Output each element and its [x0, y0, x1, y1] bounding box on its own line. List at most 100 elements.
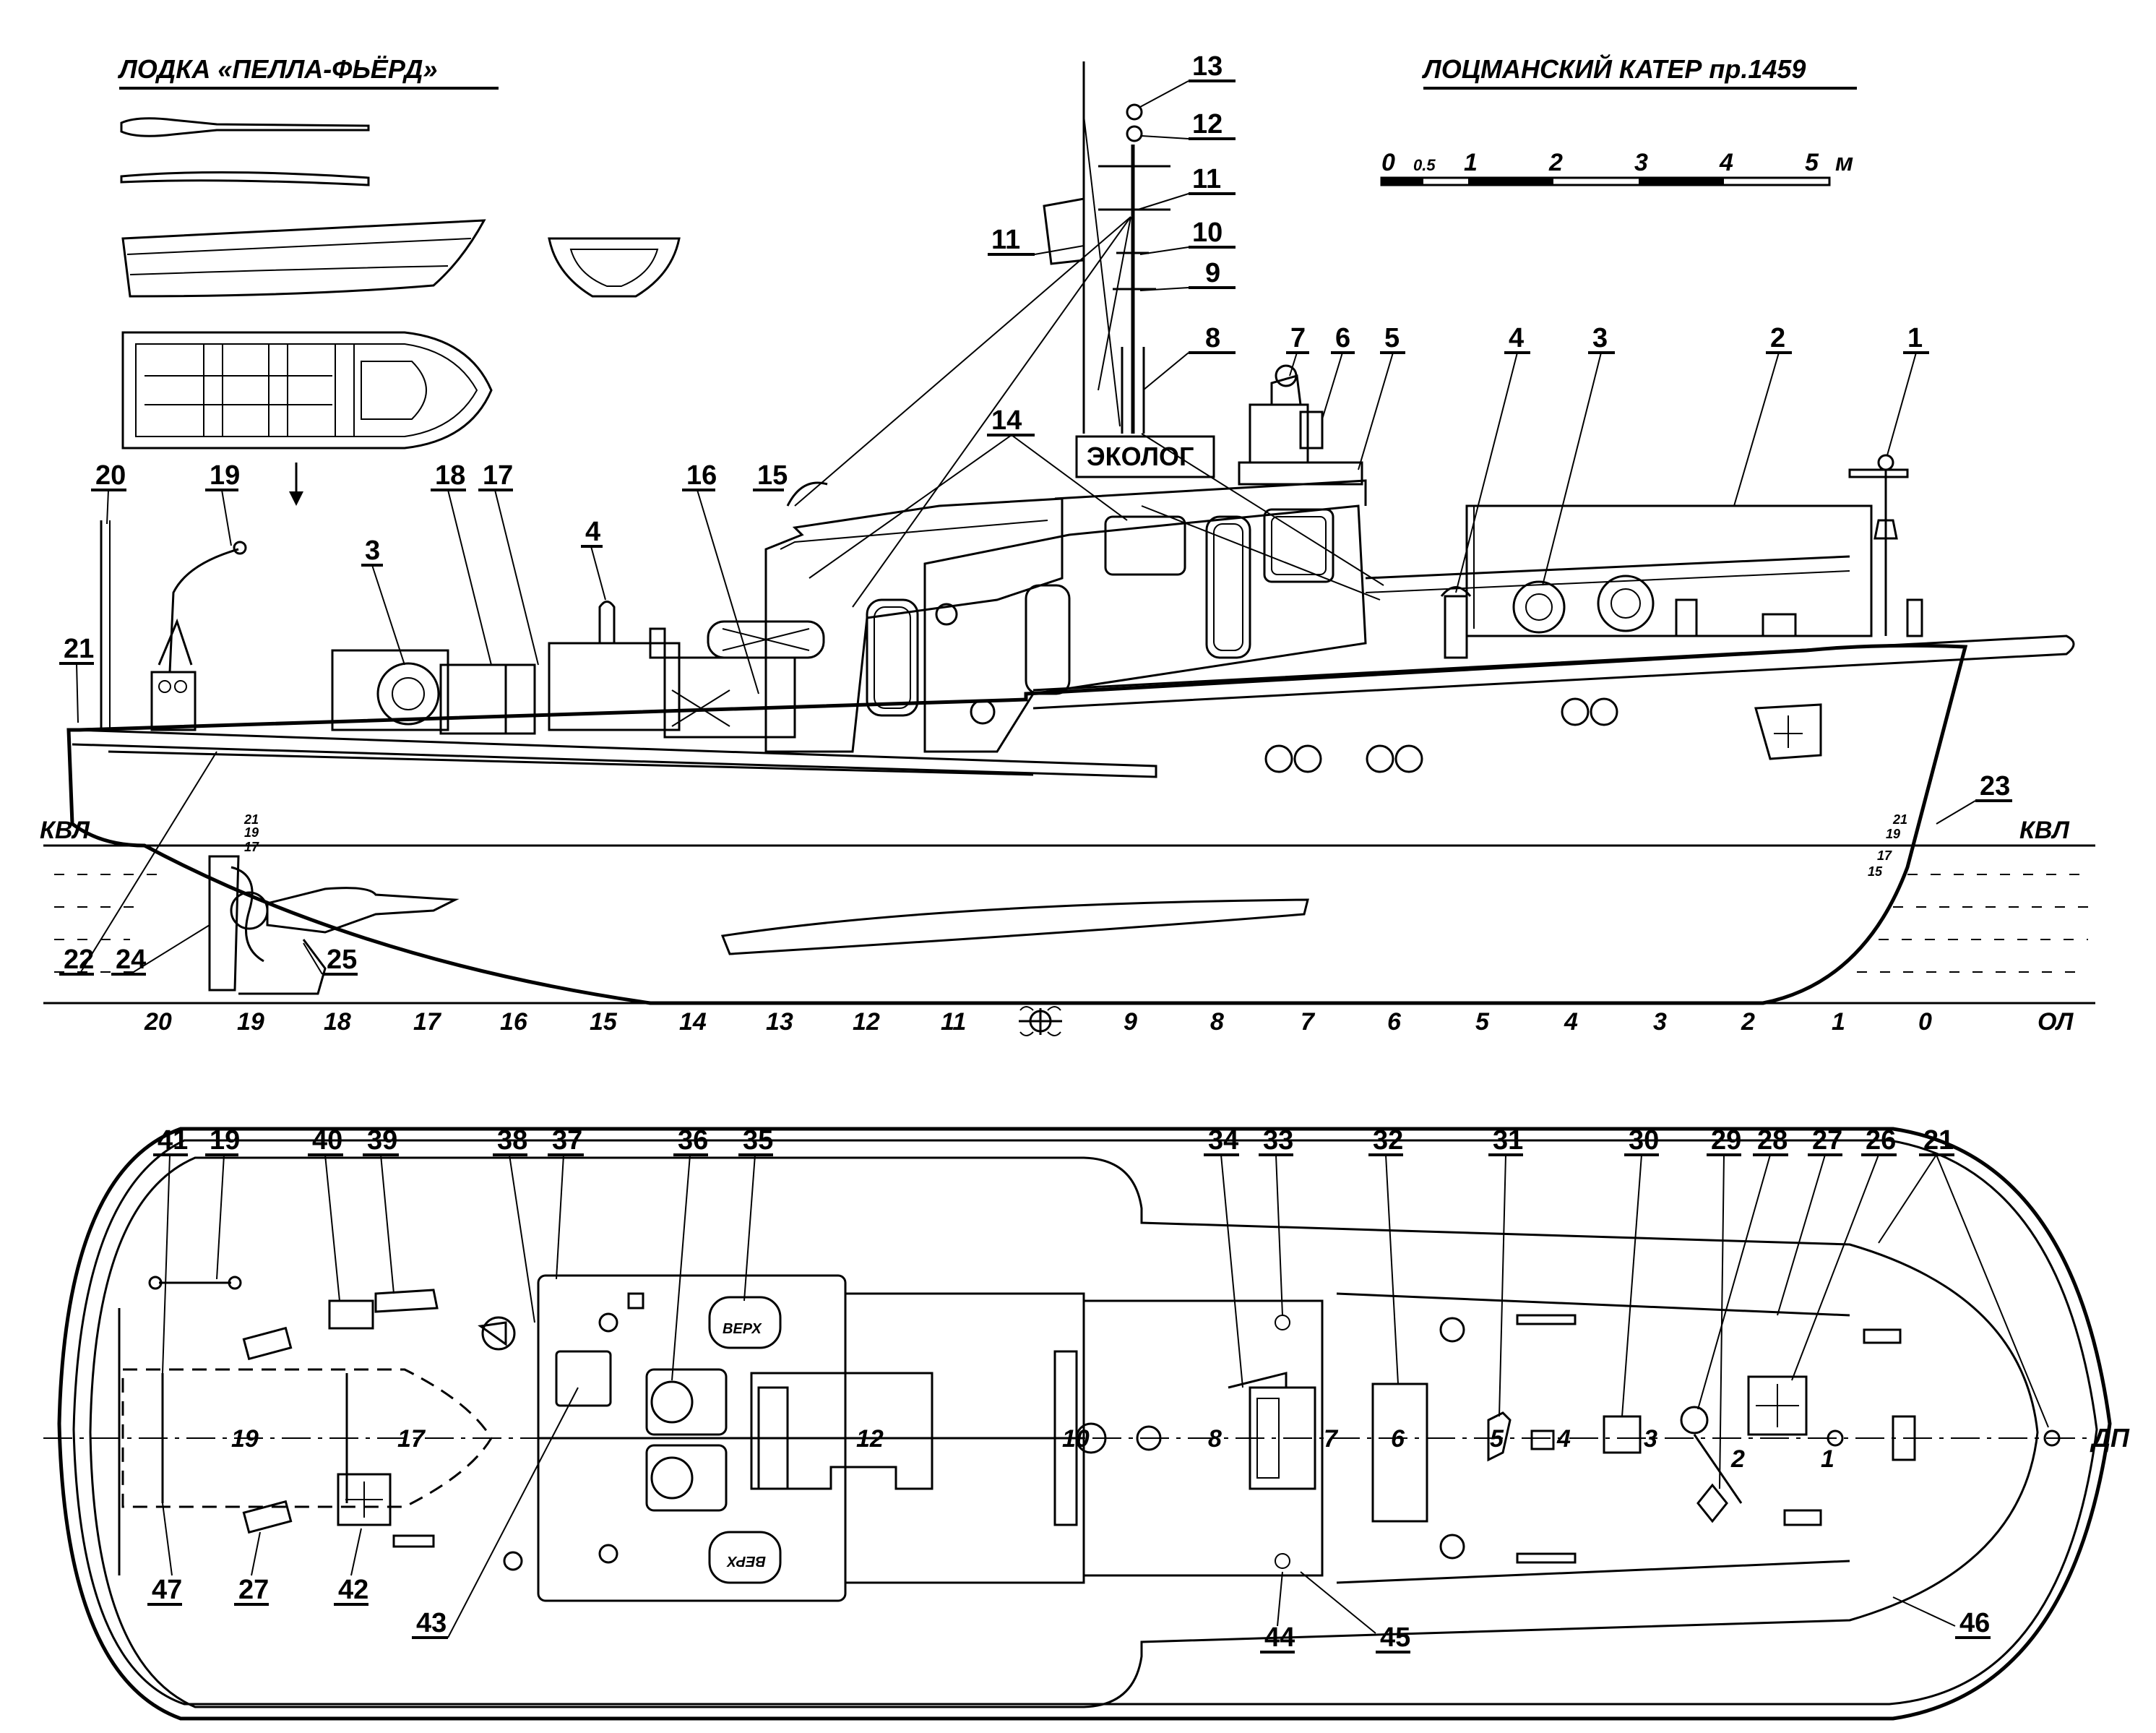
waterline-label-right: КВЛ: [2019, 817, 2069, 844]
frame-19: 19: [237, 1008, 264, 1036]
callout-plan-31: 31: [1493, 1125, 1523, 1156]
frame-9: 9: [1124, 1008, 1137, 1036]
callout-side-25: 25: [327, 945, 357, 975]
callout-side-3: 3: [1592, 323, 1608, 353]
callout-side-6: 6: [1335, 323, 1350, 353]
scale-bar: 0 0.5 1 2 3 4 5 м: [1380, 149, 1853, 186]
plan-inline-7: 7: [1324, 1425, 1339, 1453]
callout-side-18: 18: [435, 460, 465, 491]
frame-6: 6: [1387, 1008, 1402, 1036]
draft-mark-bow-15: 15: [1868, 864, 1883, 879]
callout-side-11a: 11: [1192, 164, 1221, 194]
draft-mark-bow-19: 19: [1886, 827, 1900, 841]
plan-inline-2: 2: [1730, 1445, 1745, 1473]
baseline-label: ОЛ: [2038, 1008, 2074, 1036]
cutter-title: ЛОЦМАНСКИЙ КАТЕР пр.1459: [1421, 53, 1806, 84]
callout-side-15: 15: [757, 460, 788, 491]
callout-plan-43: 43: [416, 1608, 447, 1638]
callout-plan-37: 37: [552, 1125, 582, 1156]
frame-0: 0: [1918, 1008, 1932, 1036]
callout-plan-38: 38: [497, 1125, 527, 1156]
callout-plan-45: 45: [1380, 1622, 1410, 1653]
callout-side-21: 21: [64, 634, 94, 664]
callout-side-17: 17: [483, 460, 513, 491]
callout-plan-29: 29: [1711, 1125, 1741, 1156]
callout-plan-32: 32: [1373, 1125, 1403, 1156]
callout-side-20: 20: [95, 460, 126, 491]
hatch-label-bottom: ВЕРХ: [726, 1553, 766, 1569]
plan-inline-3: 3: [1644, 1425, 1657, 1453]
draft-mark-bow-21: 21: [1892, 812, 1907, 827]
callout-side-22: 22: [64, 945, 94, 975]
callout-plan-28: 28: [1757, 1125, 1788, 1156]
callout-plan-46: 46: [1959, 1608, 1990, 1638]
frame-17: 17: [413, 1008, 442, 1036]
frame-15: 15: [590, 1008, 618, 1036]
callout-plan-33: 33: [1263, 1125, 1293, 1156]
callout-plan-39: 39: [367, 1125, 397, 1156]
callout-side-2: 2: [1770, 323, 1785, 353]
frame-11: 11: [941, 1008, 966, 1036]
scale-unit: м: [1835, 149, 1853, 176]
callout-plan-27: 27: [1812, 1125, 1842, 1156]
cabin-sign: ЭКОЛОГ: [1087, 442, 1194, 471]
callout-plan-40: 40: [312, 1125, 342, 1156]
callout-plan-41: 41: [158, 1125, 188, 1156]
callout-side-11b: 11: [991, 225, 1020, 255]
callout-plan-19: 19: [210, 1125, 240, 1156]
callout-side-19: 19: [210, 460, 240, 491]
frame-13: 13: [766, 1008, 793, 1036]
dinghy-drawings: [120, 117, 681, 506]
plan-inline-5: 5: [1490, 1425, 1504, 1453]
draft-mark-stern-21: 21: [243, 812, 259, 827]
callout-plan-35: 35: [743, 1125, 773, 1156]
plan-inline-1: 1: [1821, 1445, 1834, 1473]
frame-14: 14: [679, 1008, 707, 1036]
frame-18: 18: [324, 1008, 351, 1036]
cabin-sign-frame: [1075, 435, 1215, 478]
plan-view: ДП ВЕРХ ВЕРХ: [43, 1125, 2130, 1721]
callout-side-4-aft: 4: [585, 517, 600, 547]
callout-side-14: 14: [991, 405, 1022, 436]
scale-label-4: 4: [1719, 149, 1733, 176]
side-view: КВЛ КВЛ ОЛ 21 19 17 21 19 17 15: [40, 51, 2095, 1036]
callout-side-24: 24: [116, 945, 146, 975]
callout-plan-36: 36: [678, 1125, 708, 1156]
frame-20: 20: [144, 1008, 172, 1036]
plan-inline-10: 10: [1062, 1425, 1090, 1453]
callout-side-7: 7: [1290, 323, 1306, 353]
callout-side-23: 23: [1980, 771, 2010, 801]
callout-plan-27b: 27: [238, 1575, 269, 1605]
midship-symbol: [1019, 1006, 1062, 1036]
boat-title: ЛОДКА «ПЕЛЛА-ФЬЁРД»: [117, 54, 437, 84]
callout-plan-30: 30: [1629, 1125, 1659, 1156]
plan-inline-19: 19: [231, 1425, 259, 1453]
plan-inline-12: 12: [856, 1425, 884, 1453]
callout-plan-47: 47: [152, 1575, 182, 1605]
callout-side-10: 10: [1192, 218, 1223, 248]
scale-label-1: 1: [1464, 149, 1478, 176]
draft-mark-stern-19: 19: [244, 825, 259, 840]
callout-side-12: 12: [1192, 109, 1223, 139]
callout-side-5: 5: [1384, 323, 1400, 353]
callout-side-3-aft: 3: [365, 536, 380, 566]
scale-label-5: 5: [1805, 149, 1819, 176]
callout-side-9: 9: [1205, 258, 1220, 288]
callout-side-1: 1: [1907, 323, 1923, 353]
plan-inline-6: 6: [1391, 1425, 1405, 1453]
draft-mark-bow-17: 17: [1877, 848, 1892, 863]
scale-label-3: 3: [1634, 149, 1648, 176]
callout-side-8: 8: [1205, 323, 1220, 353]
callout-side-16: 16: [686, 460, 717, 491]
callout-plan-44: 44: [1264, 1622, 1295, 1653]
callout-plan-34: 34: [1208, 1125, 1238, 1156]
draft-mark-stern-17: 17: [244, 840, 259, 854]
callout-side-13: 13: [1192, 51, 1223, 82]
frame-16: 16: [500, 1008, 528, 1036]
frame-7: 7: [1301, 1008, 1316, 1036]
callout-side-4: 4: [1509, 323, 1524, 353]
frame-2: 2: [1741, 1008, 1755, 1036]
frame-4: 4: [1564, 1008, 1578, 1036]
callout-plan-42: 42: [338, 1575, 368, 1605]
